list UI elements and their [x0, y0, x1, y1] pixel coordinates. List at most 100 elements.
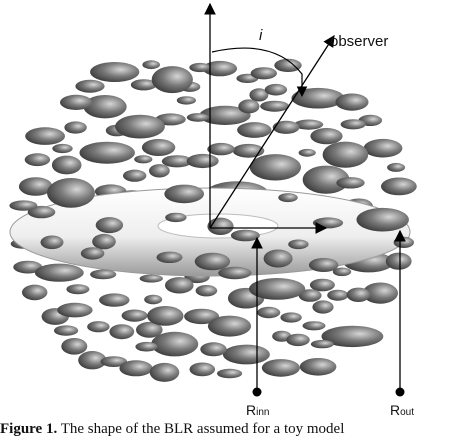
- blr-cloud: [332, 267, 352, 277]
- blr-cloud: [387, 162, 406, 172]
- blr-cloud: [217, 368, 243, 379]
- blr-cloud: [22, 284, 48, 301]
- blr-cloud: [136, 321, 163, 338]
- blr-cloud: [75, 79, 105, 93]
- blr-cloud: [312, 300, 334, 314]
- blr-cloud: [302, 321, 326, 331]
- blr-cloud: [261, 359, 300, 377]
- blr-cloud: [151, 331, 199, 357]
- blr-cloud: [52, 143, 73, 154]
- blr-cloud: [130, 79, 157, 91]
- blr-cloud: [312, 217, 344, 229]
- blr-cloud: [249, 88, 269, 102]
- blr-cloud: [286, 333, 310, 347]
- blr-cloud: [18, 177, 53, 196]
- blr-cloud: [274, 58, 302, 72]
- blr-cloud: [264, 83, 288, 96]
- blr-cloud: [385, 252, 412, 270]
- blr-cloud: [199, 105, 251, 125]
- blr-cloud: [207, 142, 235, 156]
- blr-cloud: [99, 293, 130, 307]
- blr-cloud: [25, 127, 66, 145]
- blr-cloud: [165, 212, 187, 223]
- blr-cloud: [200, 342, 227, 357]
- blr-cloud: [161, 155, 193, 168]
- blr-cloud: [90, 269, 117, 280]
- blr-cloud: [100, 356, 128, 367]
- blr-cloud: [363, 138, 403, 158]
- blr-cloud: [64, 121, 87, 134]
- blr-cloud: [57, 302, 93, 318]
- blr-cloud: [66, 284, 90, 295]
- blr-cloud: [294, 119, 324, 130]
- blr-cloud: [260, 100, 290, 112]
- blr-cloud: [61, 338, 88, 355]
- blr-cloud: [92, 233, 116, 250]
- blr-cloud: [249, 154, 301, 181]
- blr-cloud: [40, 235, 64, 250]
- blr-cloud: [291, 87, 345, 109]
- blr-cloud: [47, 178, 95, 208]
- blr-cloud: [80, 247, 105, 260]
- blr-cloud: [250, 67, 277, 80]
- blr-cloud: [189, 362, 216, 377]
- blr-cloud: [280, 312, 302, 323]
- blr-cloud: [238, 99, 260, 114]
- radius-markers: [251, 229, 406, 397]
- blr-cloud: [34, 263, 84, 282]
- blr-cloud: [134, 155, 153, 164]
- blr-cloud: [83, 95, 127, 119]
- blr-cloud: [356, 207, 409, 232]
- observer-direction-arrow: [209, 35, 335, 229]
- blr-cloud: [27, 205, 56, 219]
- blr-cloud: [142, 60, 160, 70]
- observer-label: observer: [330, 33, 388, 50]
- blr-cloud: [164, 184, 205, 204]
- blr-cloud: [194, 252, 231, 271]
- caption-text: The shape of the BLR assumed for a toy m…: [57, 421, 345, 437]
- inner-radius-dot: [252, 387, 262, 397]
- blr-cloud: [147, 306, 184, 326]
- blr-cloud: [288, 239, 309, 250]
- blr-cloud: [346, 287, 371, 302]
- blr-cloud: [123, 169, 147, 182]
- blr-cloud: [176, 96, 196, 105]
- blr-cloud: [340, 119, 366, 130]
- inclination-angle-arc: [211, 47, 308, 98]
- blr-cloud: [278, 193, 298, 203]
- blr-cloud: [151, 66, 193, 94]
- blr-cloud: [321, 325, 384, 348]
- blr-diagram: observer i Rinn Rout: [9, 2, 417, 418]
- blr-cloud: [381, 177, 417, 196]
- blr-cloud: [149, 164, 170, 178]
- blr-cloud: [299, 358, 337, 376]
- r-outer-label: Rout: [390, 402, 414, 418]
- blr-cloud: [79, 141, 135, 164]
- blr-cloud: [263, 249, 293, 268]
- blr-cloud: [13, 260, 43, 274]
- blr-cloud: [322, 141, 369, 168]
- blr-cloud: [393, 236, 414, 248]
- blr-cloud: [121, 309, 148, 322]
- blr-cloud: [195, 285, 218, 297]
- blr-cloud: [218, 266, 252, 280]
- blr-cloud: [141, 139, 176, 156]
- blr-clouds-front: [9, 58, 417, 382]
- blr-cloud: [115, 114, 165, 139]
- blr-cloud: [257, 306, 281, 319]
- blr-cloud: [149, 362, 180, 382]
- r-outer-base: R: [390, 402, 400, 418]
- blr-cloud: [87, 321, 110, 333]
- r-inner-label: Rinn: [246, 402, 269, 418]
- blr-cloud: [308, 258, 339, 272]
- blr-cloud: [310, 128, 343, 145]
- blr-cloud: [186, 113, 209, 122]
- blr-cloud: [156, 251, 183, 263]
- blr-cloud: [189, 62, 211, 73]
- inclination-label: i: [259, 27, 263, 44]
- blr-cloud: [9, 200, 38, 211]
- blr-cloud: [202, 60, 238, 77]
- blr-cloud: [298, 289, 322, 302]
- blr-cloud: [237, 122, 272, 138]
